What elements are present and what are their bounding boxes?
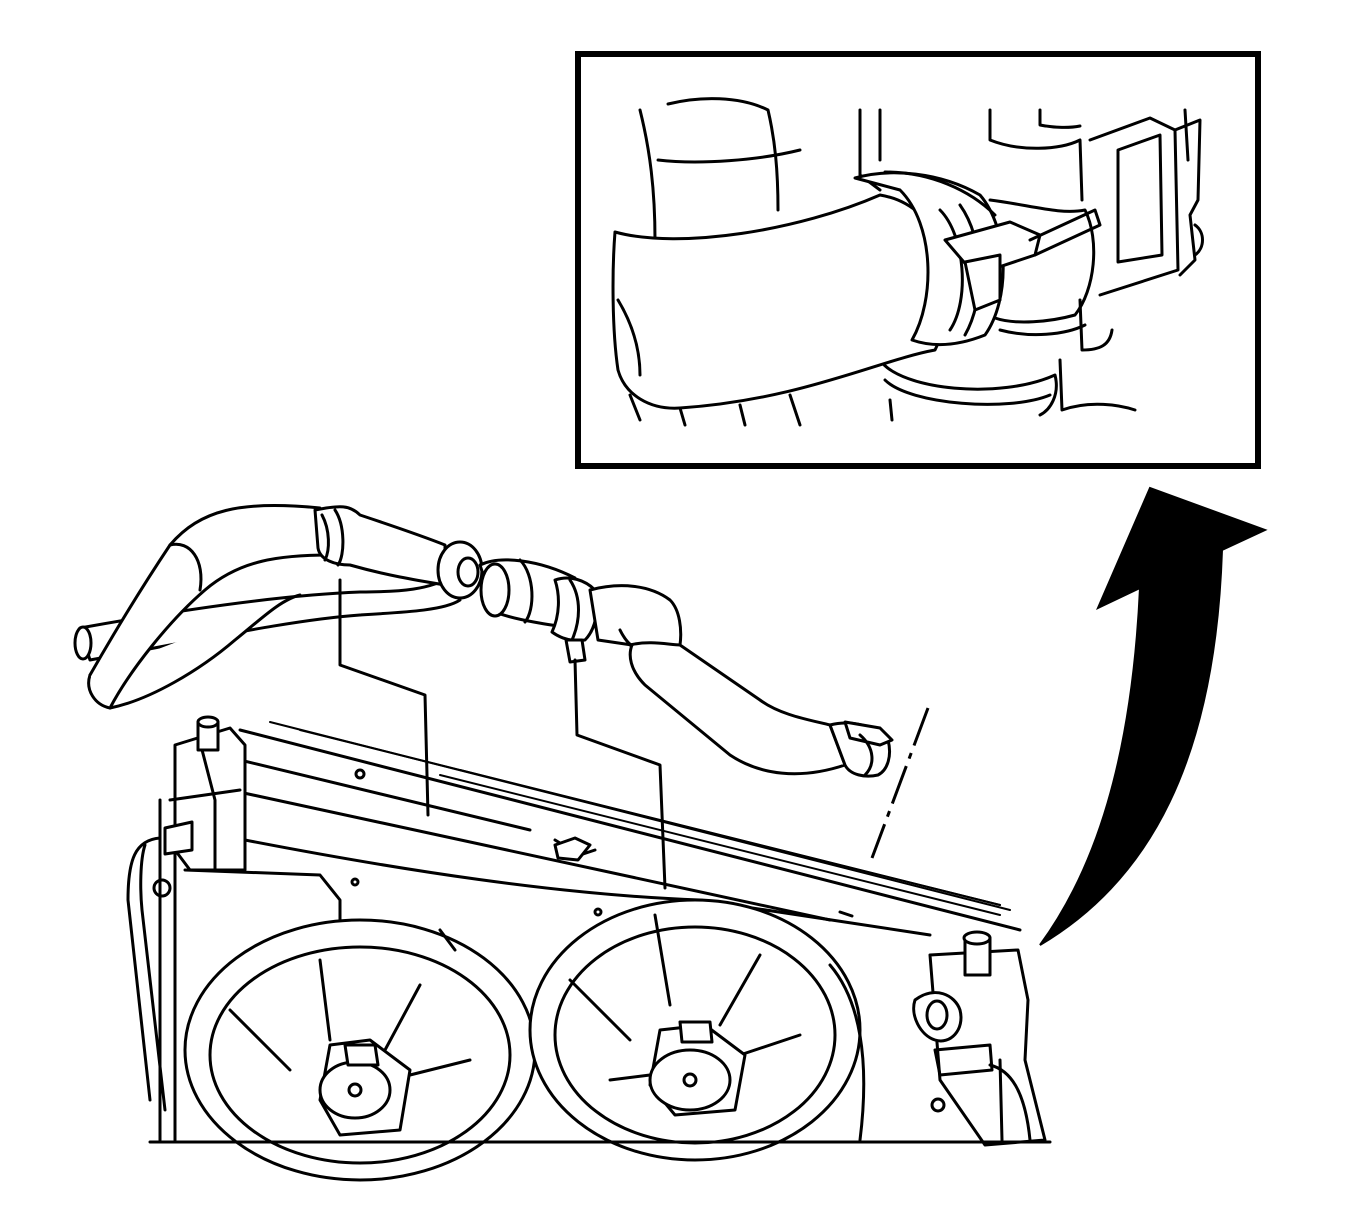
inset-radiator-inlet bbox=[988, 198, 1096, 324]
upper-radiator-hose bbox=[313, 505, 894, 778]
curved-pointer-arrow bbox=[1039, 486, 1268, 946]
radiator-outlet-fitting bbox=[912, 991, 963, 1043]
leader-line-dashed bbox=[870, 707, 930, 859]
cooling-fan-left bbox=[183, 918, 537, 1182]
inset-pipe-edge bbox=[638, 108, 657, 242]
radiator-right-tank bbox=[928, 948, 1047, 1147]
fan-left-hub bbox=[318, 1060, 392, 1120]
inset-hose-end bbox=[611, 193, 949, 410]
fan-left-ring-inner bbox=[208, 945, 512, 1165]
hose-coupler-left bbox=[436, 540, 484, 600]
radiator-drain-hose bbox=[126, 836, 162, 1102]
radiator-assembly bbox=[126, 715, 1047, 1147]
cooling-fan-right bbox=[528, 898, 866, 1162]
leader-line-middle bbox=[573, 658, 667, 890]
fan-right-hub bbox=[648, 1048, 732, 1112]
inset-pipe-top bbox=[666, 97, 780, 212]
inset-outlet-neck bbox=[878, 358, 1058, 417]
coolant-pipe bbox=[73, 503, 462, 710]
hose-clamp-upper bbox=[550, 576, 599, 642]
upper-hose-left-outlet bbox=[87, 593, 302, 710]
leader-line-left bbox=[338, 578, 430, 817]
inset-detail-view bbox=[575, 51, 1261, 469]
